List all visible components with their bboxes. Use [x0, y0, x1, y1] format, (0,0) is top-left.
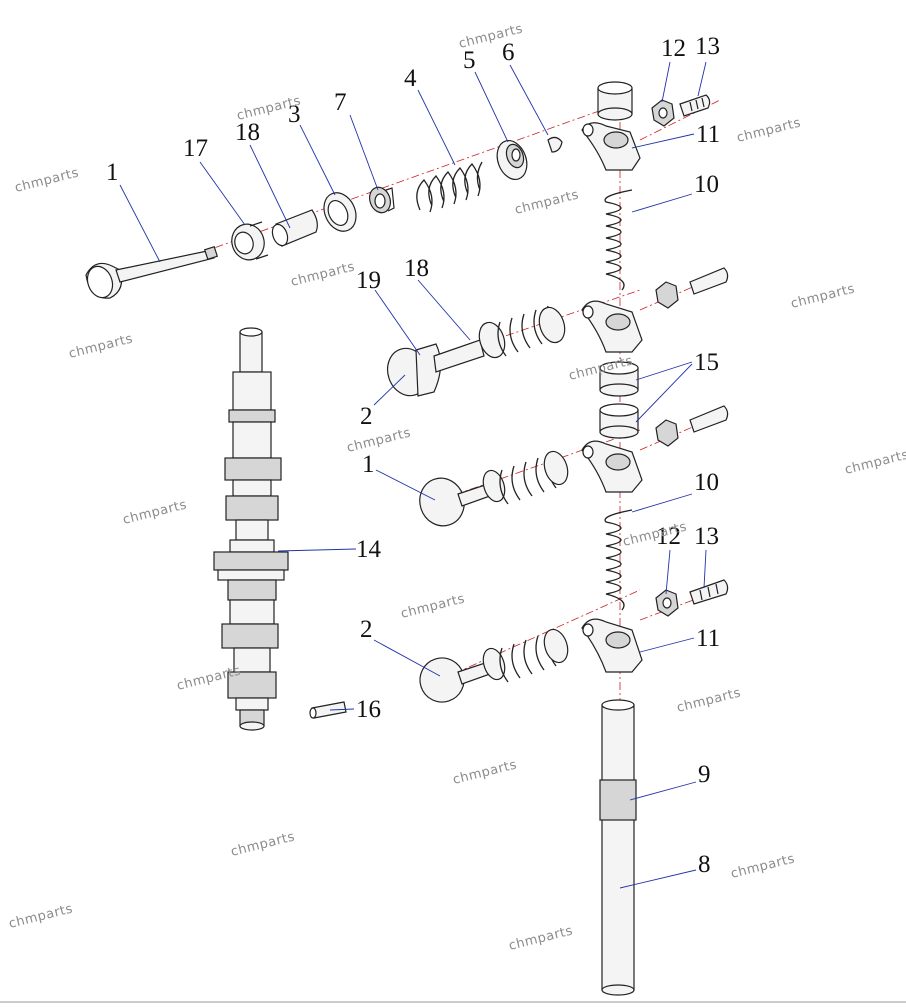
callout-11-bottom: 11 [696, 625, 720, 652]
watermark: chmparts [67, 331, 134, 361]
valve-2-upper [386, 339, 485, 397]
callout-2-lower: 2 [360, 616, 373, 643]
screw-13-top [679, 94, 711, 117]
callout-1-top: 1 [106, 159, 119, 186]
callout-13-bottom: 13 [694, 523, 719, 550]
seal-17-top [231, 221, 269, 261]
callout-18-middle: 18 [404, 255, 429, 282]
callout-12-bottom: 12 [656, 523, 681, 550]
spring-10-bottom [604, 509, 633, 611]
rocker-arm-11-top [581, 81, 641, 171]
callout-2-upper: 2 [360, 403, 373, 430]
callout-7: 7 [334, 89, 347, 116]
watermark: chmparts [451, 757, 518, 787]
watermark: chmparts [729, 851, 796, 881]
camshaft-14 [213, 327, 289, 731]
nut-12-bottom [655, 589, 679, 617]
watermark: chmparts [229, 829, 296, 859]
valve-2-lower [419, 628, 569, 703]
watermark: chmparts [289, 259, 356, 289]
watermark: chmparts [13, 165, 80, 195]
spring-4 [416, 161, 483, 213]
nut-12-top [651, 99, 675, 127]
watermark: chmparts [399, 591, 466, 621]
valve-spring-assembly-upper [478, 305, 566, 359]
bushing-15-upper [599, 361, 639, 397]
retainer-5 [496, 140, 528, 180]
callout-10-bottom: 10 [694, 469, 719, 496]
watermark: chmparts [735, 115, 802, 145]
bushing-15-lower [599, 403, 639, 439]
screw-13-second [689, 267, 729, 295]
rocker-arm-11-third [581, 440, 643, 493]
callout-3: 3 [288, 101, 301, 128]
callout-labels: 1 17 18 3 7 4 5 6 12 13 11 10 19 18 2 15… [106, 33, 720, 878]
callout-17: 17 [183, 135, 208, 162]
watermark: chmparts [513, 187, 580, 217]
callout-9: 9 [698, 761, 711, 788]
rocker-arm-11-second [581, 300, 643, 353]
watermark: chmparts [789, 281, 856, 311]
rocker-shaft-8 [601, 699, 635, 996]
watermark: chmparts [507, 923, 574, 953]
valve-1-top [85, 245, 219, 299]
screw-13-bottom [689, 579, 729, 605]
callout-1-middle: 1 [362, 451, 375, 478]
stem-seal-7 [369, 186, 395, 214]
watermark: chmparts [675, 685, 742, 715]
nut-12-second [655, 281, 679, 309]
keeper-6 [547, 136, 563, 153]
pin-16 [309, 701, 347, 719]
watermark: chmparts [7, 901, 74, 931]
callout-5: 5 [463, 47, 476, 74]
callout-15: 15 [694, 349, 719, 376]
watermark: chmparts [843, 447, 906, 477]
spring-10-top [604, 189, 633, 291]
washer-3 [323, 192, 357, 232]
callout-16: 16 [356, 696, 381, 723]
valve-1-middle [419, 450, 569, 527]
callout-11-top: 11 [696, 121, 720, 148]
callout-13-top: 13 [695, 33, 720, 60]
callout-14: 14 [356, 536, 382, 563]
callout-18-top: 18 [235, 119, 260, 146]
watermark: chmparts [345, 425, 412, 455]
rocker-arm-11-bottom [581, 618, 643, 673]
callout-8: 8 [698, 851, 711, 878]
callout-10-top: 10 [694, 171, 719, 198]
nut-screw-third [655, 405, 729, 447]
watermark: chmparts [121, 497, 188, 527]
callout-6: 6 [502, 39, 515, 66]
callout-19: 19 [356, 267, 381, 294]
callout-4: 4 [404, 65, 417, 92]
callout-12-top: 12 [661, 35, 686, 62]
guide-18-top [271, 209, 318, 247]
leader-lines [119, 61, 707, 889]
